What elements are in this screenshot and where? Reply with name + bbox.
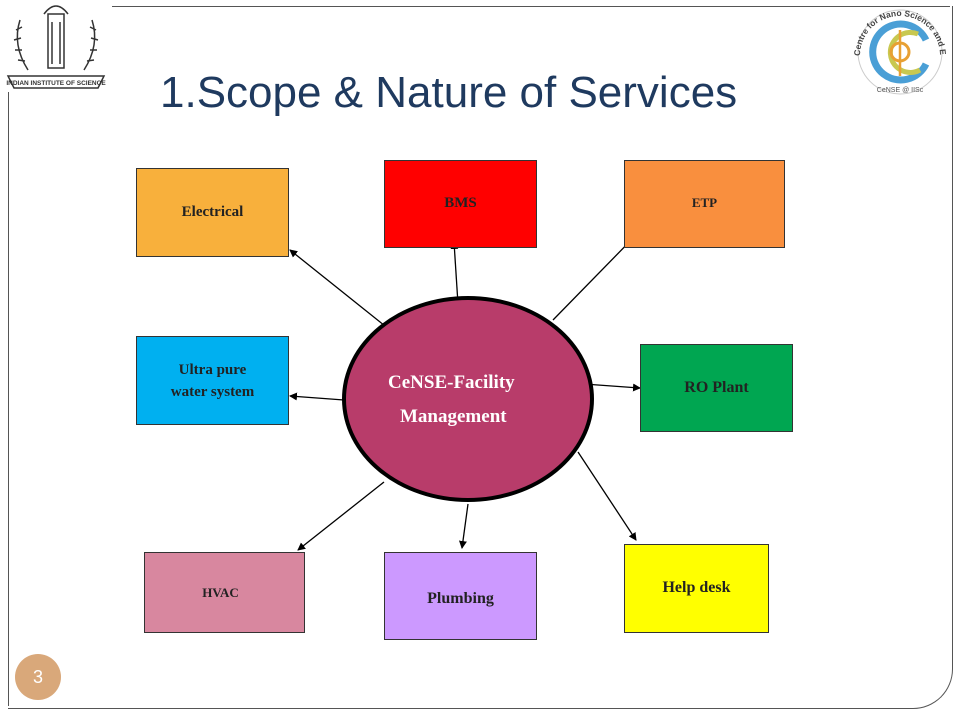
center-ellipse (342, 296, 594, 502)
arrow-to-ultra-pure (289, 392, 345, 401)
center-label-line2: Management (400, 406, 507, 427)
service-box-etp: ETP (624, 160, 785, 248)
arrow-to-help-desk (577, 451, 637, 541)
center-label-line1: CeNSE-Facility (388, 372, 515, 393)
service-label-ro-plant: RO Plant (684, 379, 749, 396)
service-label-hvac: HVAC (202, 584, 239, 600)
service-label-bms: BMS (444, 195, 477, 211)
slide-left-rule (8, 92, 9, 706)
arrow-to-electrical (289, 249, 386, 327)
service-label-electrical: Electrical (181, 204, 244, 220)
service-box-hvac: HVAC (144, 552, 305, 633)
page-title: 1.Scope & Nature of Services (160, 68, 738, 117)
service-label-etp: ETP (691, 195, 718, 210)
arrow-to-ro-plant (583, 383, 641, 392)
cense-logo: Centre for Nano Science and Engineering … (838, 0, 948, 95)
service-label-help-desk: Help desk (662, 579, 731, 596)
svg-text:CeNSE @ IISc: CeNSE @ IISc (877, 87, 924, 94)
arrow-to-bms (450, 241, 459, 305)
page-number-badge: 3 (15, 654, 61, 700)
service-box-ro-plant: RO Plant (640, 344, 793, 432)
arrow-to-plumbing (458, 503, 469, 549)
service-box-plumbing: Plumbing (384, 552, 537, 640)
arrow-to-hvac (297, 481, 385, 551)
svg-text:INDIAN INSTITUTE OF SCIENCE: INDIAN INSTITUTE OF SCIENCE (6, 80, 106, 87)
service-label-ultra-pure-line1: Ultra pure (178, 362, 247, 378)
slide-top-rule (112, 6, 950, 7)
service-label-plumbing: Plumbing (427, 590, 494, 607)
service-box-electrical: Electrical (136, 168, 289, 257)
service-box-bms: BMS (384, 160, 537, 248)
iisc-emblem-logo: INDIAN INSTITUTE OF SCIENCE (6, 5, 106, 89)
service-label-ultra-pure-line2: water system (170, 384, 255, 400)
slide-frame (8, 6, 953, 709)
service-box-help-desk: Help desk (624, 544, 769, 633)
service-box-ultra-pure-water: Ultra pure water system (136, 336, 289, 425)
